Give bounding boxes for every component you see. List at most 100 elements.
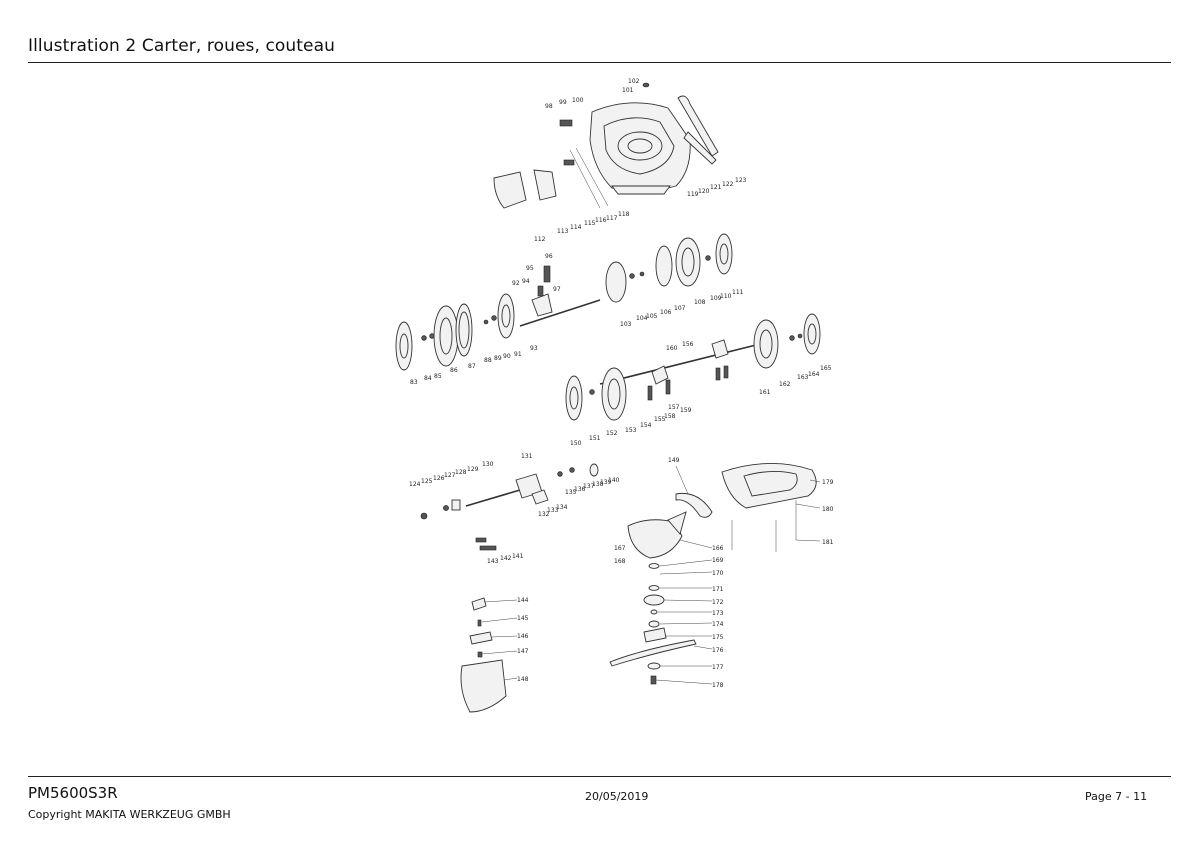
- part-label: 172: [712, 599, 724, 606]
- part-label: 140: [608, 477, 620, 484]
- part-label: 136: [574, 486, 586, 493]
- part-label: 176: [712, 647, 724, 654]
- part-label: 146: [517, 633, 529, 640]
- part-label: 112: [534, 236, 546, 243]
- deck-housing: [589, 82, 719, 195]
- part-label: 179: [822, 479, 834, 486]
- part-label: 110: [720, 293, 732, 300]
- part-label: 175: [712, 634, 724, 641]
- part-label: 125: [421, 478, 433, 485]
- part-label: 157: [668, 404, 680, 411]
- part-number-labels: 83 84 85 86 87 88 89 90 91 92 93 94 95 9…: [409, 78, 834, 689]
- part-label: 129: [467, 466, 479, 473]
- part-label: 83: [410, 379, 418, 386]
- part-label: 177: [712, 664, 724, 671]
- gearbox-assembly: [420, 463, 599, 551]
- part-label: 94: [522, 278, 530, 285]
- part-label: 155: [654, 416, 666, 423]
- page-title: Illustration 2 Carter, roues, couteau: [28, 36, 336, 56]
- part-label: 87: [468, 363, 476, 370]
- part-label: 89: [494, 355, 502, 362]
- part-label: 154: [640, 422, 652, 429]
- part-label: 168: [614, 558, 626, 565]
- part-label: 99: [559, 99, 567, 106]
- part-label: 115: [584, 220, 596, 227]
- part-label: 180: [822, 506, 834, 513]
- model-number: PM5600S3R: [28, 784, 118, 802]
- part-label: 169: [712, 557, 724, 564]
- front-axle-assembly: [565, 313, 821, 421]
- part-label: 109: [710, 295, 722, 302]
- part-label: 163: [797, 374, 809, 381]
- part-label: 148: [517, 676, 529, 683]
- part-label: 159: [680, 407, 692, 414]
- part-label: 100: [572, 97, 584, 104]
- part-label: 162: [779, 381, 791, 388]
- part-label: 167: [614, 545, 626, 552]
- part-label: 95: [526, 265, 534, 272]
- part-label: 132: [538, 511, 550, 518]
- part-label: 164: [808, 371, 820, 378]
- part-label: 131: [521, 453, 533, 460]
- part-label: 119: [687, 191, 699, 198]
- part-label: 153: [625, 427, 637, 434]
- part-label: 104: [636, 315, 648, 322]
- footer-divider: [28, 776, 1171, 777]
- part-label: 158: [664, 413, 676, 420]
- leader-lines: [481, 465, 821, 685]
- part-label: 103: [620, 321, 632, 328]
- part-label: 97: [553, 286, 561, 293]
- part-label: 124: [409, 481, 421, 488]
- part-label: 137: [583, 483, 595, 490]
- part-label: 134: [556, 504, 568, 511]
- part-label: 178: [712, 682, 724, 689]
- part-label: 106: [660, 309, 672, 316]
- part-label: 117: [606, 215, 618, 222]
- part-label: 98: [545, 103, 553, 110]
- part-label: 174: [712, 621, 724, 628]
- part-label: 118: [618, 211, 630, 218]
- part-label: 150: [570, 440, 582, 447]
- part-label: 84: [424, 375, 432, 382]
- document-date: 20/05/2019: [585, 790, 649, 803]
- part-label: 102: [628, 78, 640, 85]
- part-label: 170: [712, 570, 724, 577]
- part-label: 135: [565, 489, 577, 496]
- part-label: 123: [735, 177, 747, 184]
- part-label: 101: [622, 87, 634, 94]
- part-label: 108: [694, 299, 706, 306]
- part-label: 85: [434, 373, 442, 380]
- part-label: 160: [666, 345, 678, 352]
- part-label: 147: [517, 648, 529, 655]
- part-label: 173: [712, 610, 724, 617]
- page-number: Page 7 - 11: [1085, 790, 1148, 803]
- rear-flap: [493, 119, 609, 209]
- part-label: 91: [514, 351, 522, 358]
- part-label: 149: [668, 457, 680, 464]
- part-label: 107: [674, 305, 686, 312]
- part-label: 130: [482, 461, 494, 468]
- part-label: 105: [646, 313, 658, 320]
- part-label: 171: [712, 586, 724, 593]
- part-label: 116: [595, 217, 607, 224]
- part-label: 143: [487, 558, 499, 565]
- part-label: 121: [710, 184, 722, 191]
- part-label: 128: [455, 469, 467, 476]
- copyright-notice: Copyright MAKITA WERKZEUG GMBH: [28, 808, 231, 821]
- part-label: 165: [820, 365, 832, 372]
- part-label: 139: [600, 479, 612, 486]
- part-label: 141: [512, 553, 524, 560]
- part-label: 142: [500, 555, 512, 562]
- rear-axle-assembly: [395, 233, 733, 371]
- grass-bag-parts: [460, 597, 507, 713]
- part-label: 96: [545, 253, 553, 260]
- part-label: 156: [682, 341, 694, 348]
- part-label: 138: [592, 481, 604, 488]
- part-label: 120: [698, 188, 710, 195]
- part-label: 122: [722, 181, 734, 188]
- part-label: 152: [606, 430, 618, 437]
- part-label: 86: [450, 367, 458, 374]
- part-label: 133: [547, 507, 559, 514]
- part-label: 93: [530, 345, 538, 352]
